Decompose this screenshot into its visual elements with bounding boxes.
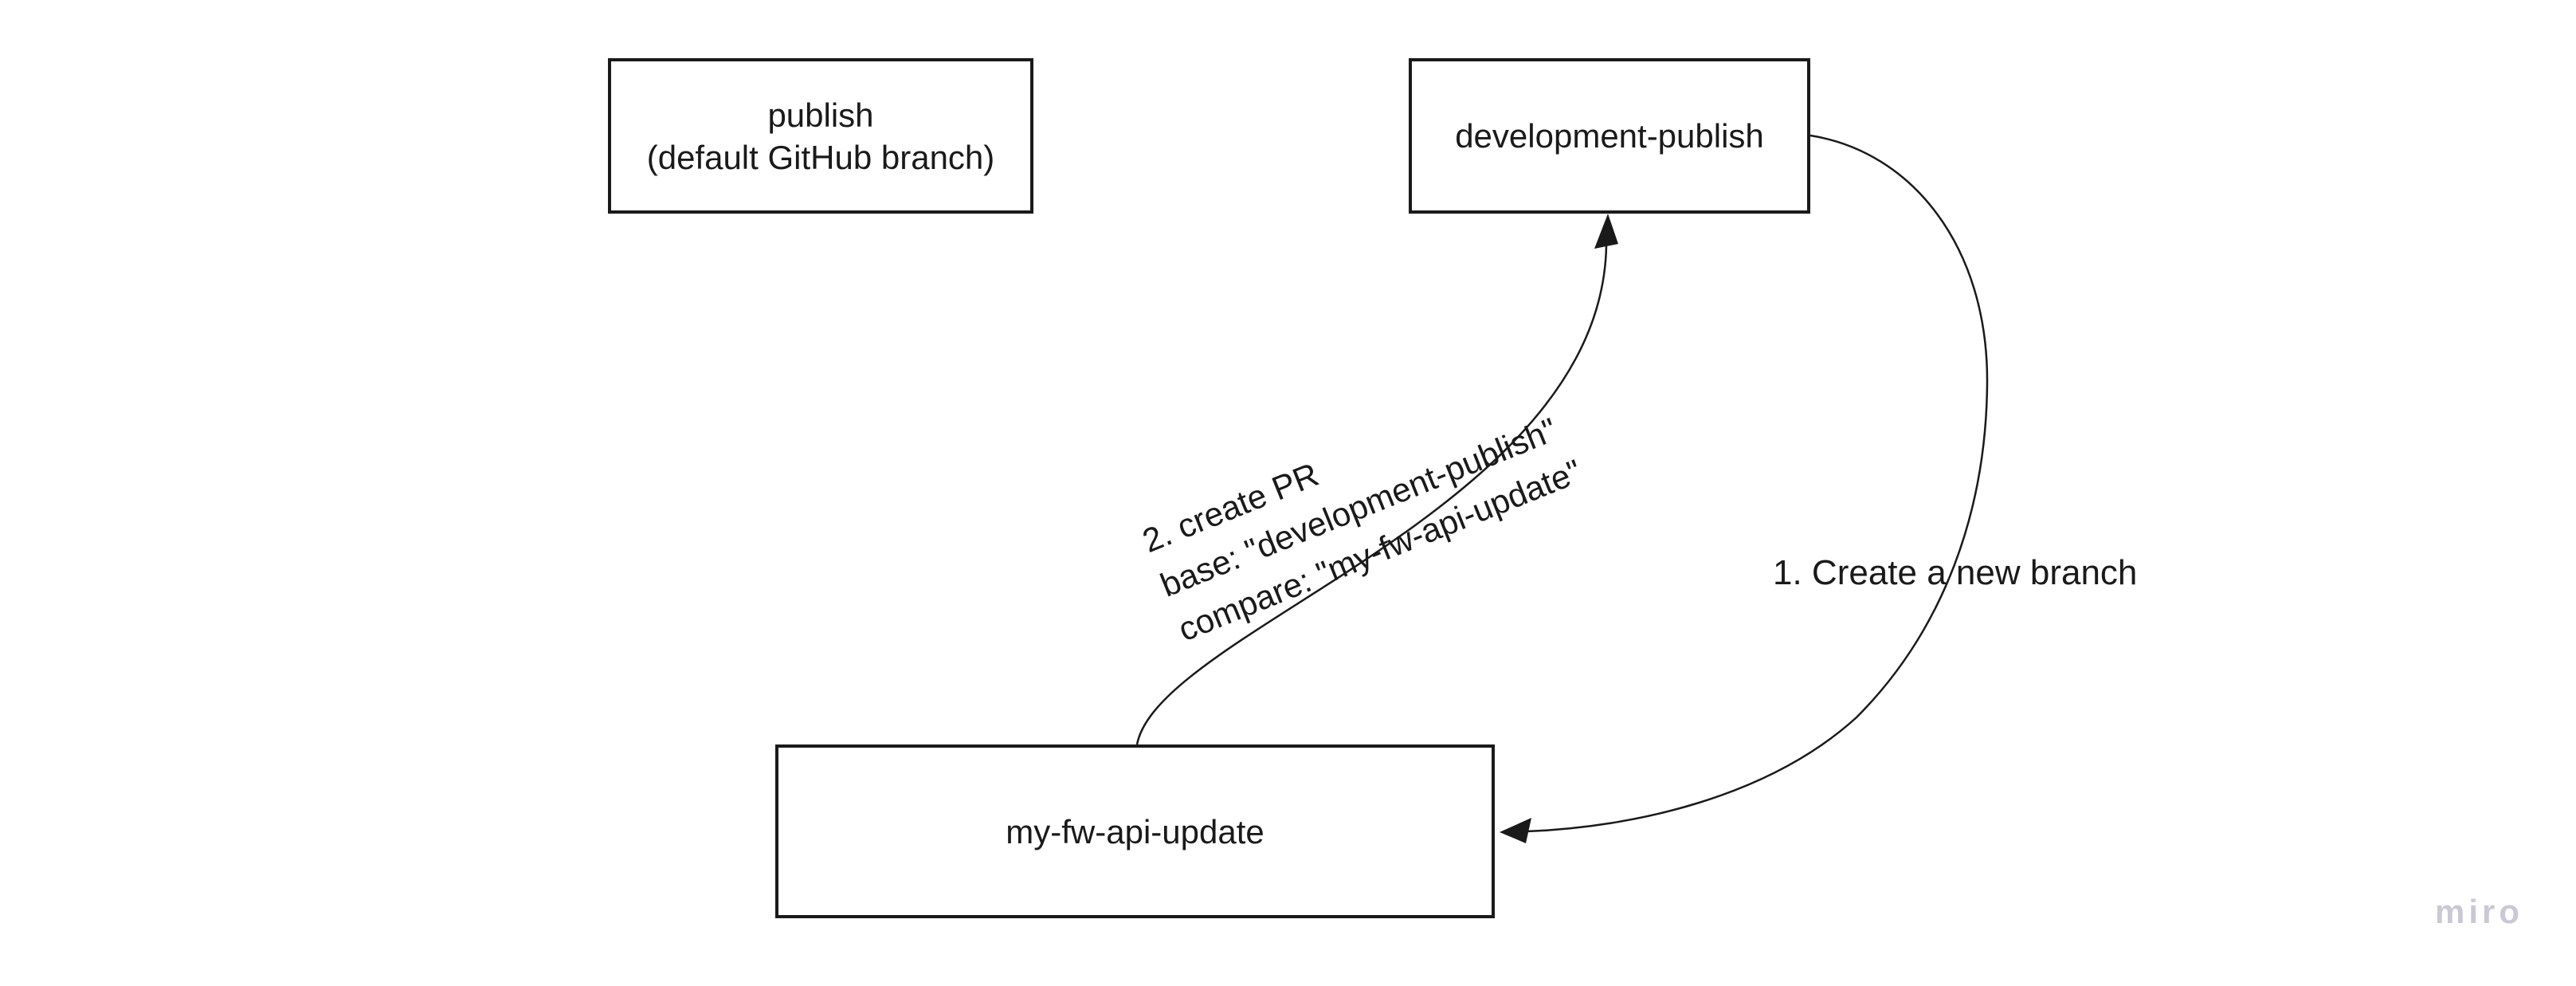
node-publish-label-line2: (default GitHub branch) (646, 138, 995, 176)
edge-create-branch-curve[interactable] (1526, 134, 1989, 833)
node-my-fw-api-update-branch[interactable]: my-fw-api-update (775, 744, 1495, 918)
node-development-publish-label: development-publish (1455, 117, 1764, 155)
edge-create-pr-curve[interactable] (1135, 245, 1608, 745)
edge-label-create-branch[interactable]: 1. Create a new branch (1773, 553, 2138, 592)
arrowhead-left-icon (1500, 818, 1531, 843)
arrowhead-up-icon (1594, 214, 1618, 249)
node-development-publish-branch[interactable]: development-publish (1409, 58, 1810, 214)
node-publish-label-line1: publish (767, 96, 874, 134)
node-publish-branch[interactable]: publish (default GitHub branch) (608, 58, 1033, 214)
node-my-fw-api-update-label: my-fw-api-update (1006, 812, 1264, 850)
miro-watermark-logo: miro (2435, 893, 2524, 930)
